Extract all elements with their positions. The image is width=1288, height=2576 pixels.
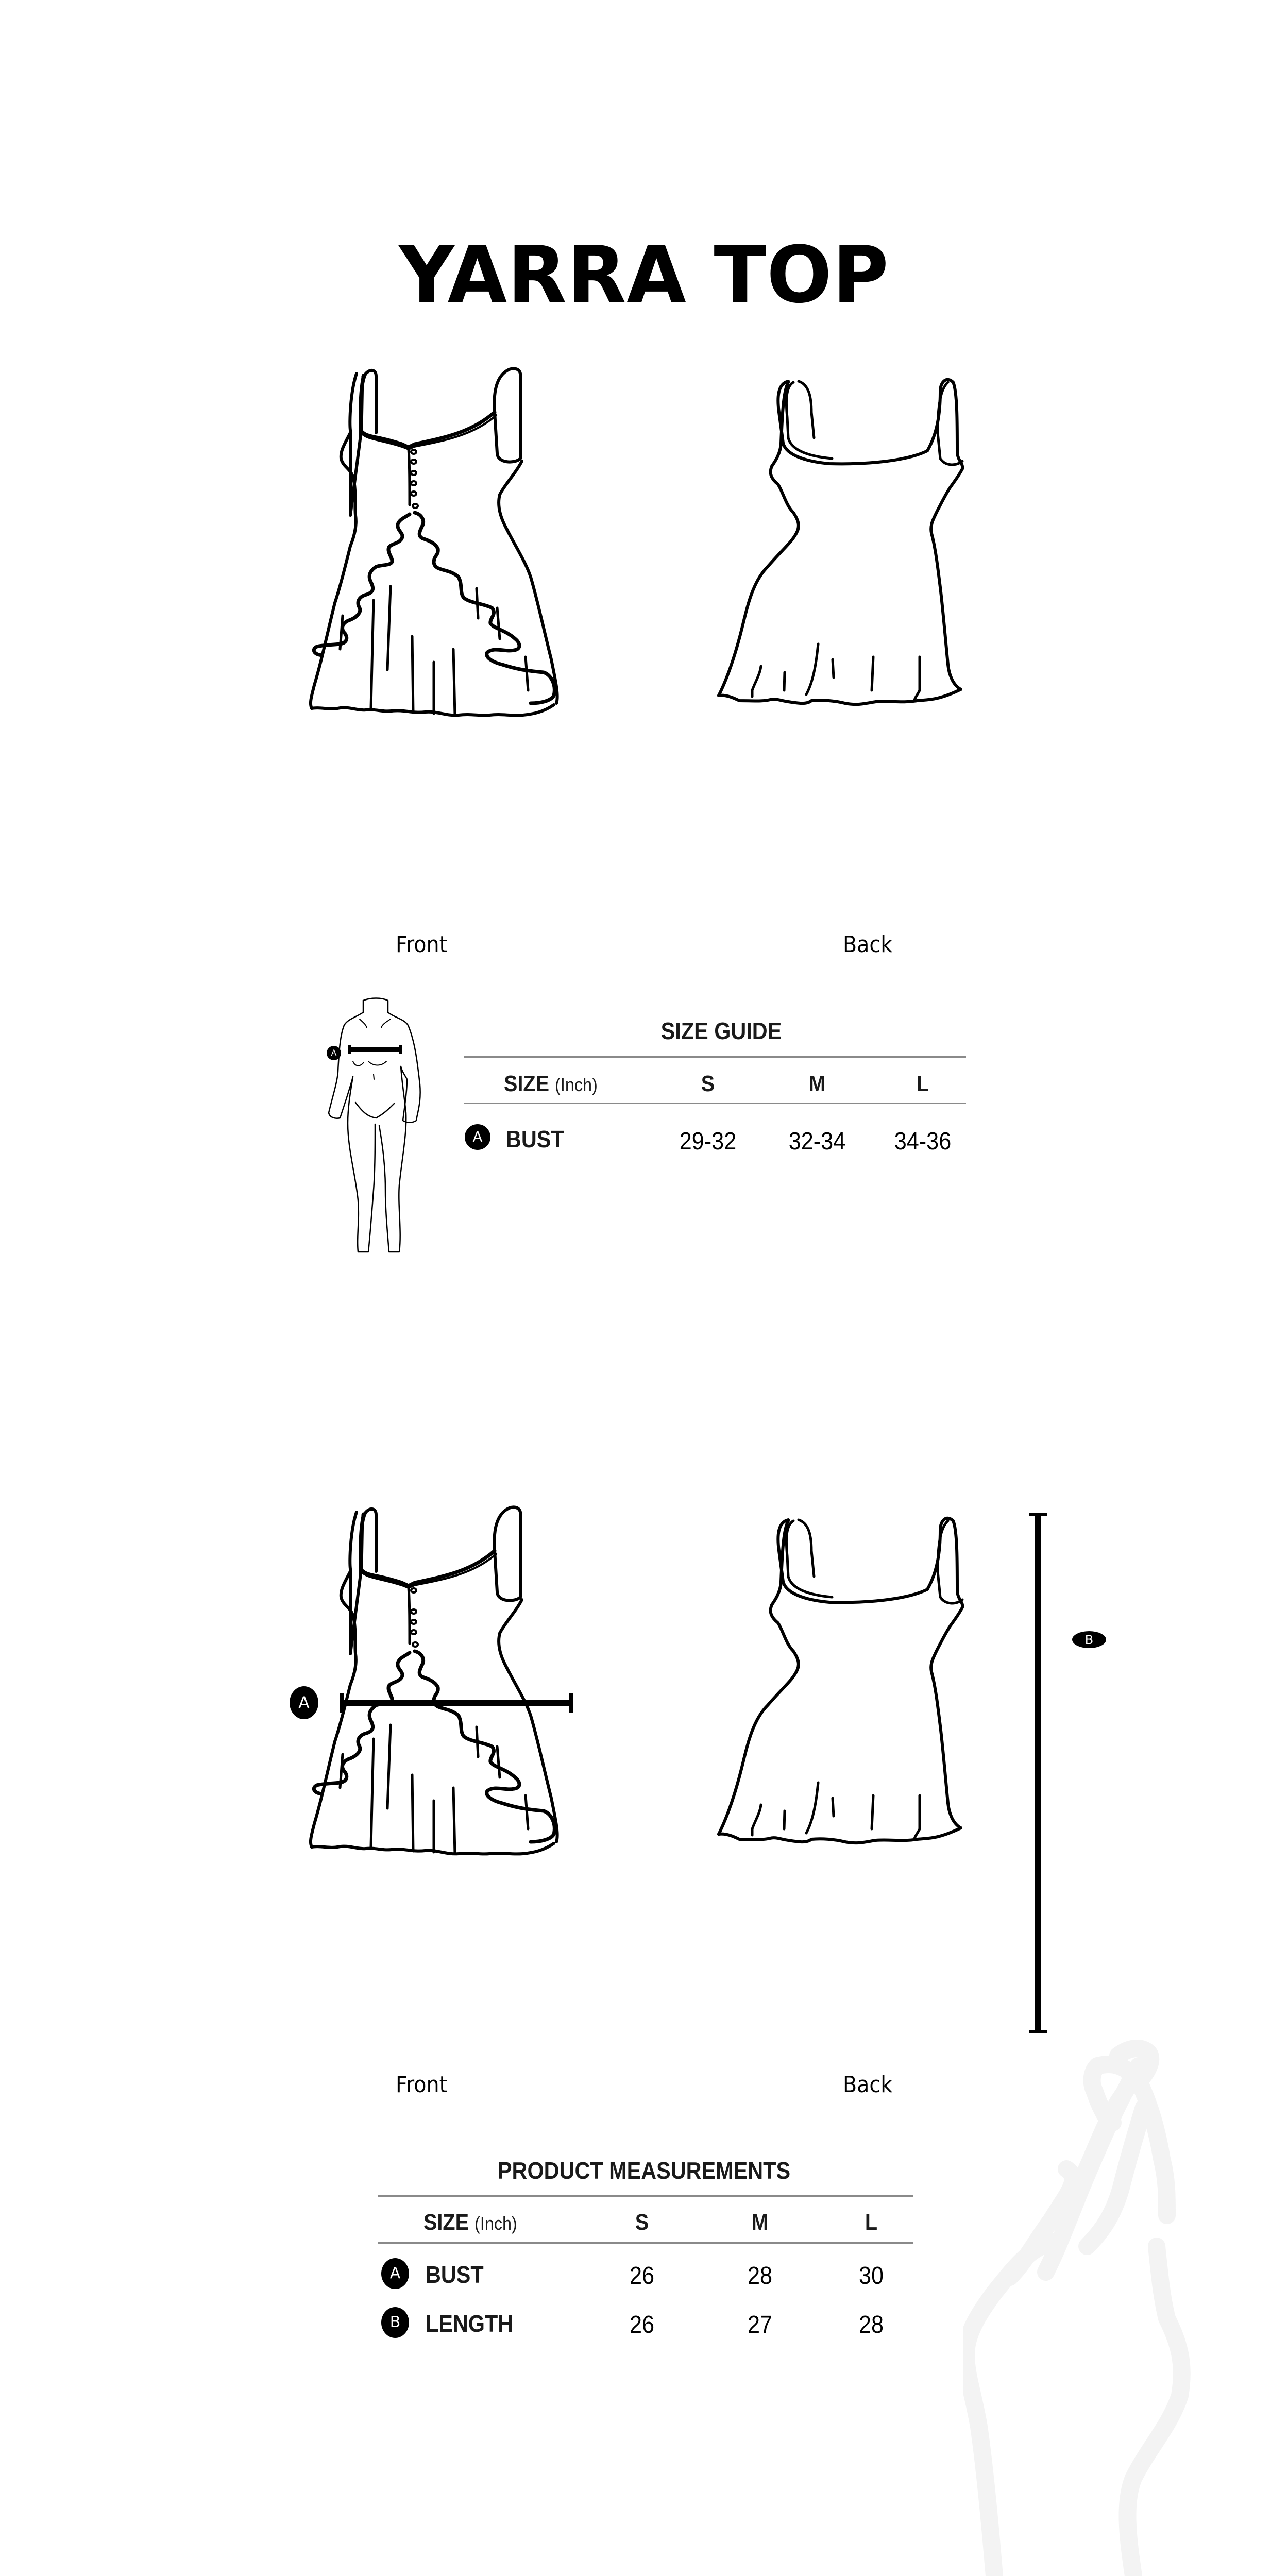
back-sketch [717, 378, 964, 706]
back-label-bottom: Back [843, 2072, 893, 2098]
back-sketch-measured [717, 1516, 964, 1845]
length-measure-line [1035, 1515, 1041, 2032]
size-guide-rule-header [464, 1103, 966, 1104]
product-bust-l: 30 [858, 2262, 884, 2290]
product-measurements-title: PRODUCT MEASUREMENTS [497, 2157, 791, 2184]
product-measurements-rule-top [378, 2195, 913, 2197]
size-guide-title: SIZE GUIDE [660, 1018, 782, 1044]
product-measurements-header-size: SIZE (Inch) [423, 2210, 517, 2235]
product-marker-a-badge: A [381, 2258, 409, 2289]
length-measure-cap-top [1029, 1513, 1047, 1516]
product-length-s: 26 [629, 2311, 655, 2338]
size-guide-marker-a-badge: A [465, 1124, 490, 1150]
product-length-l: 28 [858, 2311, 884, 2338]
product-length-m: 27 [747, 2311, 773, 2338]
size-guide-bust-s: 29-32 [679, 1128, 737, 1155]
front-sketch-measured [309, 1505, 559, 1856]
product-measurements-col-l: L [865, 2210, 878, 2235]
front-sketch [309, 367, 559, 717]
length-measure-cap-bottom [1029, 2030, 1047, 2033]
size-guide-header-size: SIZE (Inch) [504, 1071, 598, 1096]
size-guide-bust-l: 34-36 [894, 1128, 952, 1155]
size-guide-col-s: S [701, 1071, 715, 1096]
size-guide-col-l: L [916, 1071, 929, 1096]
crossed-fingers-hand-icon [963, 2039, 1191, 2576]
front-label-bottom: Front [396, 2072, 448, 2098]
product-measurements-col-s: S [635, 2210, 649, 2235]
bust-marker-a-badge: A [290, 1686, 318, 1719]
body-marker-a-badge: A [327, 1046, 341, 1060]
product-marker-b-badge: B [381, 2307, 409, 2338]
size-guide-bust-m: 32-34 [788, 1128, 846, 1155]
length-marker-b-badge: B [1072, 1631, 1106, 1648]
size-guide-col-m: M [808, 1071, 826, 1096]
bust-measure-cap-left [340, 1693, 344, 1713]
bust-measure-cap-right [569, 1693, 573, 1713]
body-figure [328, 997, 421, 1253]
product-measurements-col-m: M [751, 2210, 769, 2235]
product-bust-m: 28 [747, 2262, 773, 2290]
size-guide-rule-top [464, 1056, 966, 1058]
size-guide-row-bust-label: BUST [506, 1126, 564, 1153]
bust-measure-line [342, 1700, 572, 1706]
back-label-top: Back [843, 931, 893, 958]
product-measurements-rule-header [378, 2242, 913, 2244]
product-row-length-label: LENGTH [426, 2310, 514, 2337]
product-bust-s: 26 [629, 2262, 655, 2290]
front-label-top: Front [396, 931, 448, 958]
page-title: YARRA TOP [399, 229, 889, 320]
product-row-bust-label: BUST [426, 2261, 484, 2288]
